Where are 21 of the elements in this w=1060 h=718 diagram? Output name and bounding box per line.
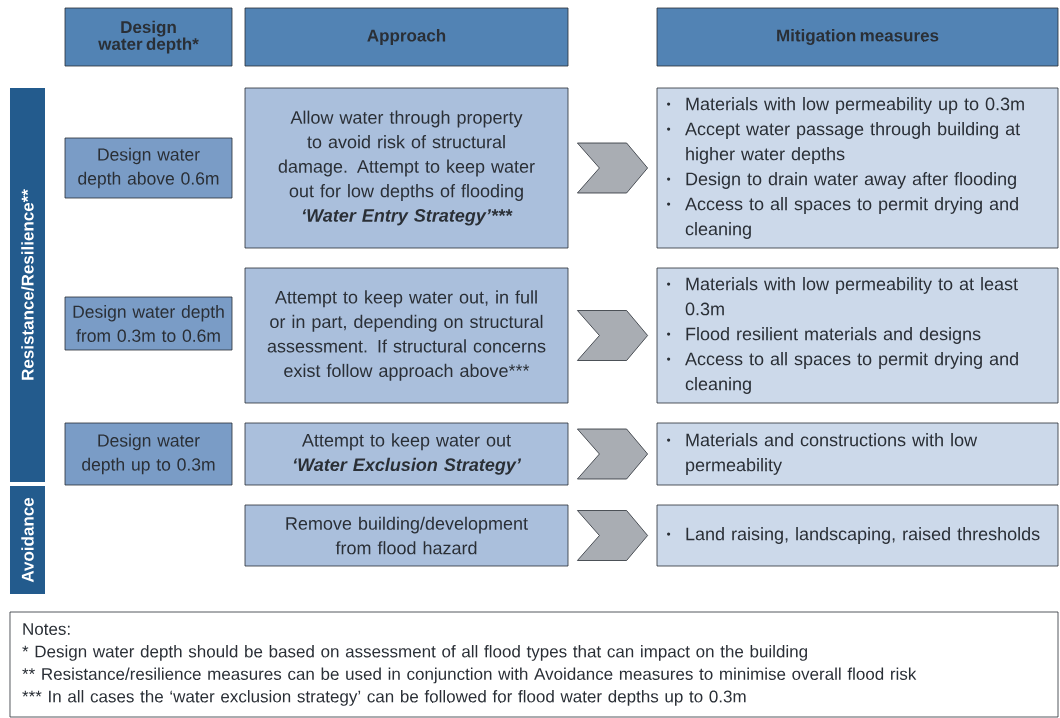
measures-box: Materials with low permeability up to 0.3m Accept water passage through building at higher water depths Design to drain water away after flooding Access to all spaces to permit drying and cleaning [656, 87, 1059, 249]
approach-box: Attempt to keep water out, in full or in part, depending on structural assessment. If structural concerns exist follow approach above*** [244, 267, 569, 404]
approach-box: Attempt to keep water out ‘Water Exclusion Strategy’ [244, 422, 569, 486]
category-band: Resistance/Resilience** [10, 88, 45, 482]
chevron-arrow [577, 510, 648, 561]
depth-box: Design water depth up to 0.3m [64, 422, 233, 486]
notes-box: Notes: * Design water depth should be based on assessment of all flood types that can impact on the building ** Resistance/resilience measures can be used in conjunction with Avoidance measures to minimise overall flood risk *** In all cases the ‘water exclusion strategy’ can be followed for flood water depths up to 0.3m [9, 611, 1059, 718]
chevron-arrow [577, 142, 648, 194]
column-header: Mitigation measures [656, 7, 1059, 67]
approach-box: Allow water through property to avoid risk of structural damage. Attempt to keep water out for low depths of flooding ‘Water Entry Strategy’*** [244, 87, 569, 249]
depth-box: Design water depth from 0.3m to 0.6m [64, 296, 233, 351]
chevron-arrow [577, 310, 648, 361]
measures-box: Land raising, landscaping, raised thresholds [656, 504, 1059, 567]
measures-box: Materials with low permeability to at least 0.3m Flood resilient materials and designs Access to all spaces to permit drying and cleaning [656, 267, 1059, 404]
column-header: Approach [244, 7, 569, 67]
chevron-arrow [577, 428, 648, 480]
category-band: Avoidance [10, 486, 45, 594]
measures-box: Materials and constructions with low permeability [656, 422, 1059, 486]
depth-box: Design water depth above 0.6m [64, 137, 233, 199]
approach-box: Remove building/development from flood hazard [244, 504, 569, 567]
column-header: Design water depth* [64, 7, 233, 67]
